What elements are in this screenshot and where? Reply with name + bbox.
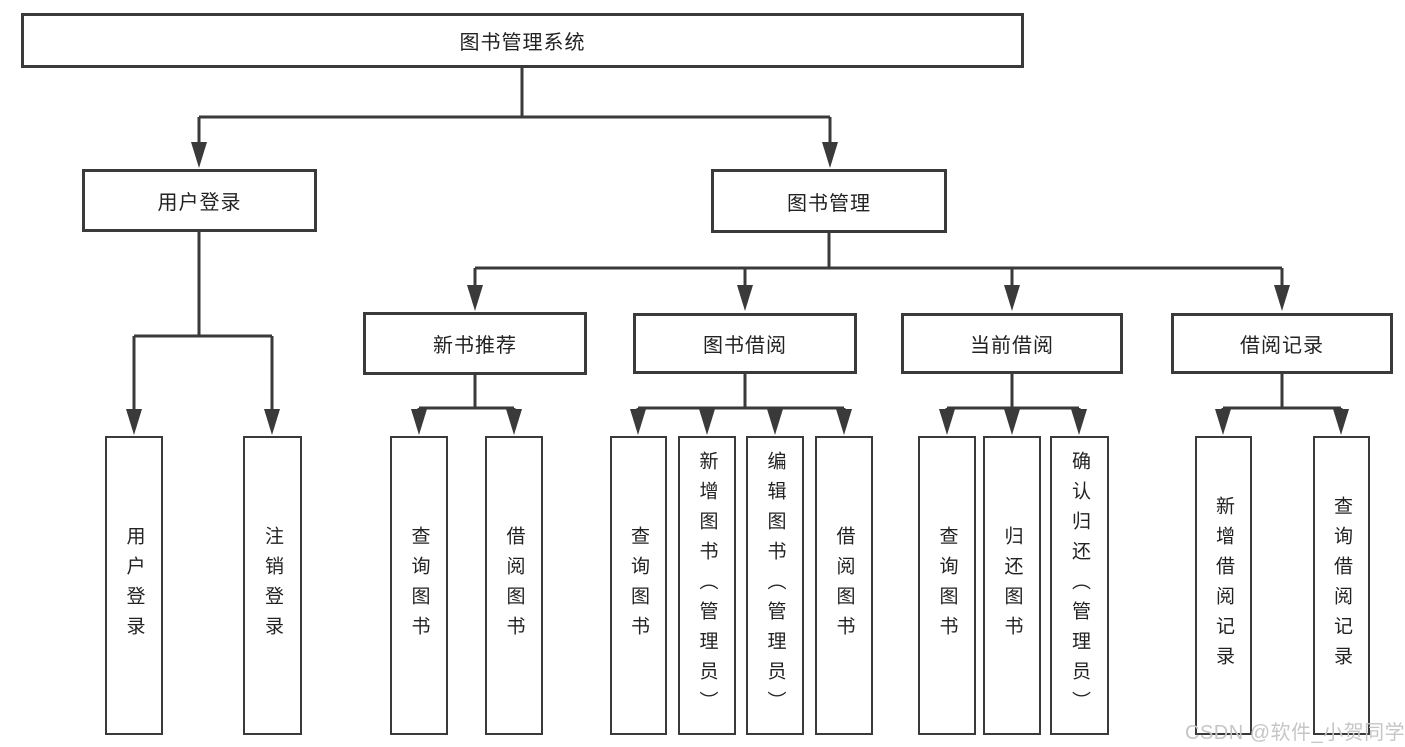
node-label: 注销登录: [262, 525, 283, 646]
node-label: 用户登录: [157, 192, 242, 214]
node-leaf-borrow-books-recommend: 借阅图书: [485, 436, 543, 735]
node-label: 新书推荐: [433, 335, 517, 357]
node-leaf-query-borrow-record: 查询借阅记录: [1313, 436, 1370, 735]
node-label: 用户登录: [123, 525, 145, 646]
node-label: 查询图书: [628, 525, 649, 646]
node-label: 查询图书: [936, 525, 958, 646]
node-current-borrowing: 当前借阅: [901, 313, 1123, 374]
node-label: 借阅记录: [1240, 335, 1324, 357]
watermark: CSDN @软件_小贺同学: [1185, 722, 1405, 744]
node-label: 新增借阅记录: [1213, 495, 1234, 676]
node-leaf-add-borrow-record: 新增借阅记录: [1195, 436, 1252, 735]
node-label: 借阅图书: [833, 525, 855, 646]
node-leaf-query-books-borrow: 查询图书: [610, 436, 667, 735]
node-user-login: 用户登录: [82, 169, 317, 232]
node-leaf-return-book: 归还图书: [983, 436, 1041, 735]
node-label: 新增图书（管理员）: [696, 450, 718, 721]
node-book-management: 图书管理: [711, 169, 947, 233]
node-library-management-system: 图书管理系统: [21, 13, 1024, 68]
node-leaf-query-books-recommend: 查询图书: [390, 436, 448, 735]
node-label: 图书借阅: [703, 335, 787, 357]
node-book-borrowing: 图书借阅: [633, 313, 857, 374]
node-leaf-logout: 注销登录: [243, 436, 302, 735]
node-leaf-add-book-admin: 新增图书（管理员）: [678, 436, 736, 735]
node-label: 图书管理系统: [459, 32, 586, 54]
node-label: 借阅图书: [503, 525, 525, 646]
node-leaf-borrow-books: 借阅图书: [815, 436, 873, 735]
node-label: 归还图书: [1001, 525, 1023, 646]
node-leaf-confirm-return-admin: 确认归还（管理员）: [1050, 436, 1109, 735]
node-label: 查询图书: [408, 525, 430, 646]
node-leaf-edit-book-admin: 编辑图书（管理员）: [746, 436, 804, 735]
node-label: 查询借阅记录: [1331, 495, 1352, 676]
node-borrowing-records: 借阅记录: [1171, 313, 1393, 374]
node-label: 图书管理: [787, 192, 871, 215]
arrowheads: [126, 142, 1349, 435]
node-leaf-user-login: 用户登录: [105, 436, 163, 735]
node-label: 编辑图书（管理员）: [764, 450, 786, 721]
node-label: 确认归还（管理员）: [1069, 450, 1090, 721]
node-new-book-recommend: 新书推荐: [363, 312, 587, 375]
node-leaf-query-books-current: 查询图书: [918, 436, 976, 735]
node-label: 当前借阅: [970, 335, 1054, 357]
